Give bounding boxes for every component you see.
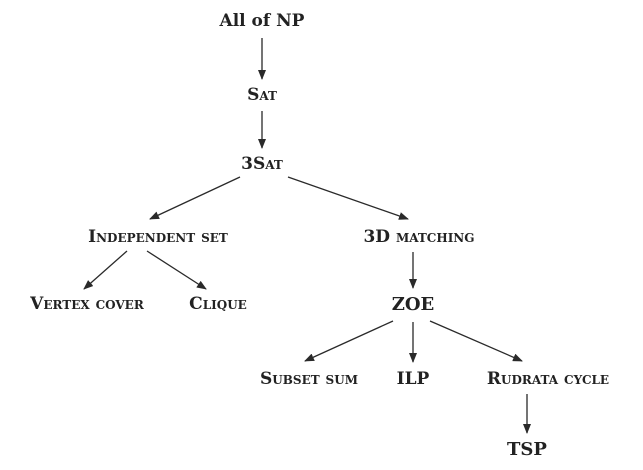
node-indep: Independent set: [88, 227, 228, 247]
edge-indep-to-vc: [83, 250, 128, 290]
node-allnp: All of NP: [219, 11, 305, 31]
node-subset: Subset sum: [260, 369, 358, 389]
node-rudrata: Rudrata cycle: [487, 369, 609, 389]
edge-zoe-to-rudrata: [429, 320, 523, 362]
node-sat: Sat: [247, 85, 277, 105]
node-3sat: 3Sat: [241, 154, 283, 174]
edge-3sat-to-indep: [149, 176, 241, 220]
node-ilp: ILP: [397, 369, 430, 389]
node-zoe: ZOE: [392, 294, 435, 315]
node-vc: Vertex cover: [29, 294, 145, 314]
edge-zoe-to-subset: [304, 320, 394, 362]
edge-indep-to-clique: [146, 250, 207, 290]
edge-3sat-to-3dm: [287, 176, 409, 220]
node-clique: Clique: [189, 294, 247, 314]
edges: [83, 38, 531, 434]
node-3dm: 3D matching: [363, 227, 474, 247]
node-tsp: TSP: [507, 439, 547, 460]
